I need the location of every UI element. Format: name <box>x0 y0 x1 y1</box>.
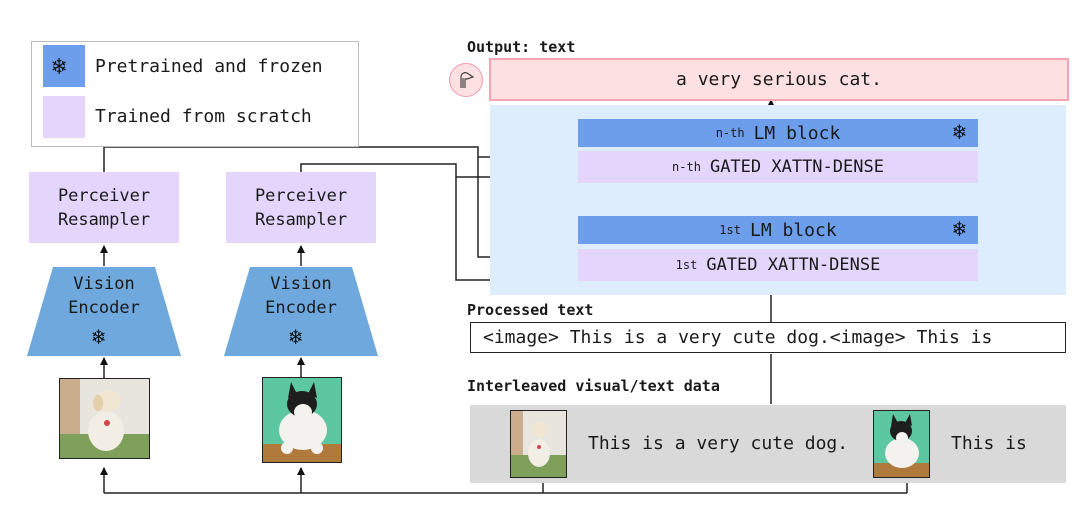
snowflake-icon: ❄ <box>52 52 67 80</box>
first-xattn-label: GATED XATTN-DENSE <box>706 255 881 275</box>
first-lm-label: LM block <box>749 219 837 241</box>
processed-text: <image> This is a very cute dog.<image> … <box>483 327 993 348</box>
dog-photo-icon <box>60 379 149 458</box>
nth-xattn-label: GATED XATTN-DENSE <box>709 157 884 177</box>
perceiver-label-line2: Resampler <box>57 209 151 230</box>
encoder-label-line2: Encoder <box>68 298 140 318</box>
cat-photo-icon <box>263 378 341 462</box>
vision-encoder-2: Vision Encoder ❄ <box>224 267 378 356</box>
vision-encoder-1: Vision Encoder ❄ <box>27 267 181 356</box>
first-lm-block: 1st LM block ❄ <box>578 216 978 244</box>
output-heading: Output: text <box>467 38 576 56</box>
perceiver-label-line1: Perceiver <box>254 185 348 206</box>
nth-lm-label: LM block <box>753 122 841 144</box>
interleaved-cat-image <box>873 410 930 478</box>
perceiver-label-line2: Resampler <box>254 209 348 230</box>
legend-scratch-label: Trained from scratch <box>95 106 312 127</box>
encoder-trapezoid <box>224 267 378 356</box>
snowflake-icon: ❄ <box>952 217 966 242</box>
encoder-label-line1: Vision <box>73 274 135 294</box>
interleaved-data-box: This is a very cute dog. This is <box>470 405 1066 483</box>
first-xattn-prefix: 1st <box>675 258 698 272</box>
legend-scratch-swatch <box>43 96 85 138</box>
first-lm-prefix: 1st <box>719 223 741 237</box>
nth-gated-xattn-dense: n-th GATED XATTN-DENSE <box>578 151 978 183</box>
dog-photo-icon <box>511 411 566 477</box>
processed-text-box: <image> This is a very cute dog.<image> … <box>470 322 1066 353</box>
snowflake-icon: ❄ <box>952 120 966 145</box>
cat-image <box>262 377 342 463</box>
output-text: a very serious cat. <box>676 69 882 90</box>
legend: ❄ Pretrained and frozen Trained from scr… <box>31 41 359 147</box>
interleaved-text-2: This is <box>951 433 1027 454</box>
dog-image <box>59 378 150 459</box>
nth-lm-block: n-th LM block ❄ <box>578 119 978 147</box>
cat-photo-icon <box>874 411 929 477</box>
legend-frozen-swatch: ❄ <box>43 45 85 87</box>
nth-lm-prefix: n-th <box>715 126 745 140</box>
interleaved-dog-image <box>510 410 567 478</box>
first-gated-xattn-dense: 1st GATED XATTN-DENSE <box>578 249 978 281</box>
processed-heading: Processed text <box>467 301 594 319</box>
perceiver-resampler-2: Perceiver Resampler <box>226 172 376 243</box>
encoder-trapezoid <box>27 267 181 356</box>
interleaved-text-1: This is a very cute dog. <box>588 433 849 454</box>
interleaved-heading: Interleaved visual/text data <box>467 377 720 395</box>
output-text-box: a very serious cat. <box>489 58 1069 101</box>
perceiver-label-line1: Perceiver <box>57 185 151 206</box>
nth-xattn-prefix: n-th <box>672 160 701 174</box>
perceiver-resampler-1: Perceiver Resampler <box>29 172 179 243</box>
flamingo-badge <box>449 63 483 97</box>
encoder-label-line2: Encoder <box>265 298 337 318</box>
flamingo-icon <box>460 72 475 88</box>
encoder-label-line1: Vision <box>270 274 332 294</box>
legend-frozen-label: Pretrained and frozen <box>95 56 323 77</box>
snowflake-icon: ❄ <box>289 325 303 350</box>
snowflake-icon: ❄ <box>92 325 106 350</box>
